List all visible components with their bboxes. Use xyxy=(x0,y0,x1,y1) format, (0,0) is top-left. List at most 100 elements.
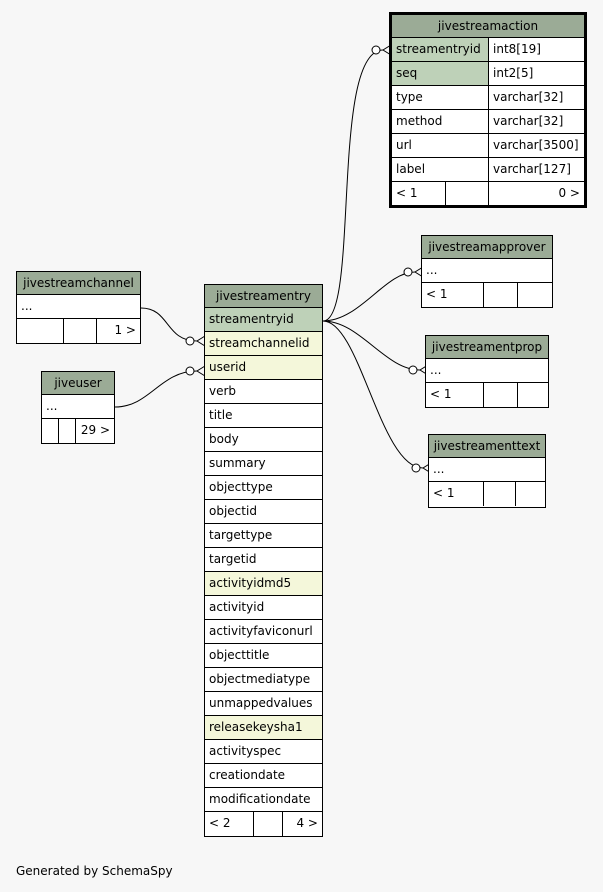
table-row: objectmediatype xyxy=(205,668,322,692)
edge-channel-to-entry xyxy=(140,307,198,342)
table-row: activityspec xyxy=(205,740,322,764)
columns-ellipsis: ... xyxy=(433,462,445,476)
table-title[interactable]: jivestreamenttext xyxy=(429,435,545,458)
column-type: varchar[32] xyxy=(493,114,564,128)
parents-count[interactable]: < 1 xyxy=(426,383,484,407)
table-jivestreamentprop[interactable]: jivestreamentprop ... < 1 xyxy=(425,335,549,408)
parents-count xyxy=(42,419,59,443)
table-footer-row: < 2 4 > xyxy=(205,812,322,836)
rows-count xyxy=(484,383,518,407)
table-footer-row: < 1 xyxy=(429,482,545,506)
table-row: userid xyxy=(205,356,322,380)
children-count[interactable]: 4 > xyxy=(296,816,318,830)
column-name: userid xyxy=(205,356,322,379)
rows-count xyxy=(59,419,76,443)
column-name: type xyxy=(392,86,489,109)
column-name: targetid xyxy=(209,552,257,566)
children-count xyxy=(518,283,552,307)
column-name: objectmediatype xyxy=(209,672,311,686)
column-name: body xyxy=(209,432,239,446)
column-type: varchar[32] xyxy=(493,90,564,104)
rows-count xyxy=(64,319,97,343)
column-name: modificationdate xyxy=(209,792,311,806)
table-row: creationdate xyxy=(205,764,322,788)
column-name: objecttype xyxy=(209,480,273,494)
column-type: varchar[127] xyxy=(493,162,571,176)
table-footer-row: < 1 0 > xyxy=(392,182,584,206)
column-type: int8[19] xyxy=(493,42,541,56)
column-name: activityid xyxy=(209,600,265,614)
edge-entry-to-approver xyxy=(322,271,416,322)
column-name: unmappedvalues xyxy=(209,696,313,710)
table-row: unmappedvalues xyxy=(205,692,322,716)
table-row: seq int2[5] xyxy=(392,62,584,86)
table-row: targetid xyxy=(205,548,322,572)
column-name: label xyxy=(392,158,489,181)
generated-by-footer[interactable]: Generated by SchemaSpy xyxy=(16,864,173,878)
table-row: objecttype xyxy=(205,476,322,500)
table-jiveuser[interactable]: jiveuser ... 29 > xyxy=(41,371,115,444)
children-count[interactable]: 1 > xyxy=(114,323,136,337)
parents-count[interactable]: < 2 xyxy=(205,812,254,836)
table-title[interactable]: jivestreamapprover xyxy=(422,236,552,259)
parents-count[interactable]: < 1 xyxy=(429,482,484,506)
column-type: int2[5] xyxy=(493,66,534,80)
table-row: summary xyxy=(205,452,322,476)
column-name: activityidmd5 xyxy=(205,572,322,595)
table-row: ... xyxy=(426,359,548,383)
column-name: objecttitle xyxy=(209,648,270,662)
table-row: ... xyxy=(422,259,552,283)
table-footer-row: 29 > xyxy=(42,419,114,443)
children-count[interactable]: 29 > xyxy=(80,423,110,437)
column-name: creationdate xyxy=(209,768,286,782)
table-footer-row: < 1 xyxy=(426,383,548,407)
table-row: body xyxy=(205,428,322,452)
edge-user-to-entry xyxy=(114,370,198,408)
rows-count xyxy=(254,812,283,836)
table-row: label varchar[127] xyxy=(392,158,584,182)
table-jivestreamentry[interactable]: jivestreamentry streamentryid streamchan… xyxy=(204,284,323,837)
rows-count xyxy=(484,283,518,307)
table-jivestreamapprover[interactable]: jivestreamapprover ... < 1 xyxy=(421,235,553,308)
table-row: streamchannelid xyxy=(205,332,322,356)
children-count[interactable]: 0 > xyxy=(558,186,580,200)
table-row: activityid xyxy=(205,596,322,620)
table-row: activityfaviconurl xyxy=(205,620,322,644)
table-jivestreamaction[interactable]: jivestreamaction streamentryid int8[19] … xyxy=(389,12,587,208)
table-row: ... xyxy=(17,295,140,319)
rows-count xyxy=(446,182,489,206)
table-row: activityidmd5 xyxy=(205,572,322,596)
table-row: objectid xyxy=(205,500,322,524)
table-row: streamentryid xyxy=(205,308,322,332)
column-name: method xyxy=(392,110,489,133)
parents-count xyxy=(17,319,64,343)
table-title[interactable]: jivestreamentprop xyxy=(426,336,548,359)
children-count xyxy=(518,383,548,407)
column-type: varchar[3500] xyxy=(493,138,579,152)
rows-count xyxy=(484,482,516,506)
children-count xyxy=(516,482,545,506)
column-name: targettype xyxy=(209,528,273,542)
table-row: releasekeysha1 xyxy=(205,716,322,740)
column-name: streamentryid xyxy=(205,308,322,331)
parents-count[interactable]: < 1 xyxy=(422,283,484,307)
column-name: releasekeysha1 xyxy=(205,716,322,739)
table-title[interactable]: jiveuser xyxy=(42,372,114,395)
table-row: modificationdate xyxy=(205,788,322,812)
table-title[interactable]: jivestreamchannel xyxy=(17,272,140,295)
table-row: type varchar[32] xyxy=(392,86,584,110)
column-name: summary xyxy=(209,456,266,470)
table-row: url varchar[3500] xyxy=(392,134,584,158)
table-row: targettype xyxy=(205,524,322,548)
table-title[interactable]: jivestreamaction xyxy=(392,15,584,38)
table-jivestreamchannel[interactable]: jivestreamchannel ... 1 > xyxy=(16,271,141,344)
table-title[interactable]: jivestreamentry xyxy=(205,285,322,308)
columns-ellipsis: ... xyxy=(46,399,58,413)
table-row: method varchar[32] xyxy=(392,110,584,134)
table-jivestreamenttext[interactable]: jivestreamenttext ... < 1 xyxy=(428,434,546,508)
table-row: verb xyxy=(205,380,322,404)
parents-count[interactable]: < 1 xyxy=(392,182,446,206)
edge-entry-to-action xyxy=(322,49,384,322)
columns-ellipsis: ... xyxy=(430,363,442,377)
